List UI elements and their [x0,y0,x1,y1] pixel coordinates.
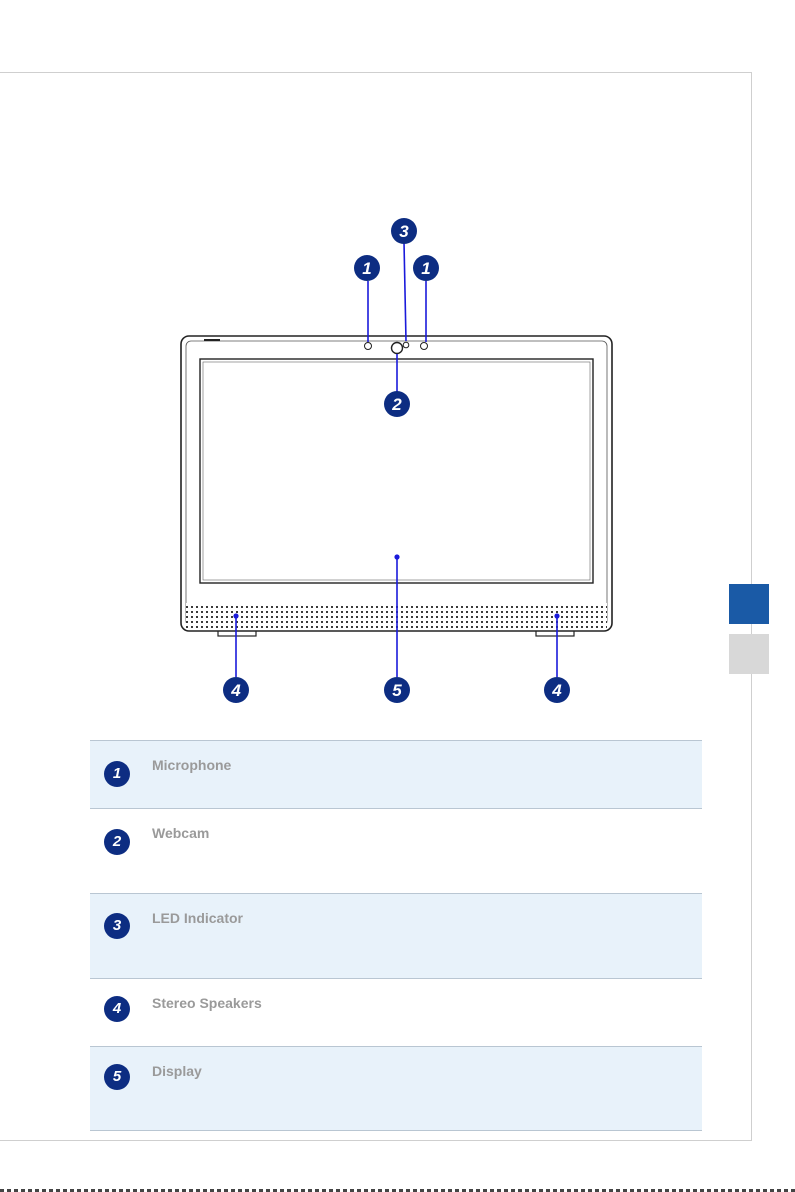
legend-row-stereo-speakers: 4 Stereo Speakers [90,979,702,1047]
legend-number-badge: 5 [104,1064,130,1090]
legend-row-webcam: 2 Webcam [90,809,702,894]
legend-label: Display [152,1047,702,1131]
svg-text:5: 5 [392,681,402,700]
svg-text:4: 4 [230,681,241,700]
led-indicator [403,342,409,348]
power-mark [204,339,220,341]
svg-text:2: 2 [391,395,402,414]
callout-mic-right: 1 [413,255,439,281]
legend-row-microphone: 1 Microphone [90,741,702,809]
mic-right-hole [421,343,428,350]
callout-led: 3 [391,218,417,244]
webcam-lens [392,343,403,354]
legend-row-display: 5 Display [90,1047,702,1131]
svg-text:4: 4 [551,681,562,700]
component-legend-table: 1 Microphone 2 Webcam 3 LED Indicator 4 … [90,740,702,1131]
callout-speaker-right: 4 [544,677,570,703]
legend-label: Microphone [152,741,702,809]
legend-number-badge: 1 [104,761,130,787]
svg-text:3: 3 [399,222,409,241]
page-frame-bottom [0,1140,752,1141]
svg-text:1: 1 [421,259,430,278]
legend-number-badge: 3 [104,913,130,939]
monitor-front-illustration: 1 1 3 2 4 5 4 [0,0,795,720]
legend-number-badge: 2 [104,829,130,855]
callout-webcam: 2 [384,391,410,417]
legend-label: Stereo Speakers [152,979,702,1047]
callout-speaker-left: 4 [223,677,249,703]
legend-row-led-indicator: 3 LED Indicator [90,894,702,979]
legend-label: Webcam [152,809,702,894]
mic-left-hole [365,343,372,350]
callout-mic-left: 1 [354,255,380,281]
legend-label: LED Indicator [152,894,702,979]
legend-number-badge: 4 [104,996,130,1022]
svg-text:1: 1 [362,259,371,278]
callout-display: 5 [384,677,410,703]
